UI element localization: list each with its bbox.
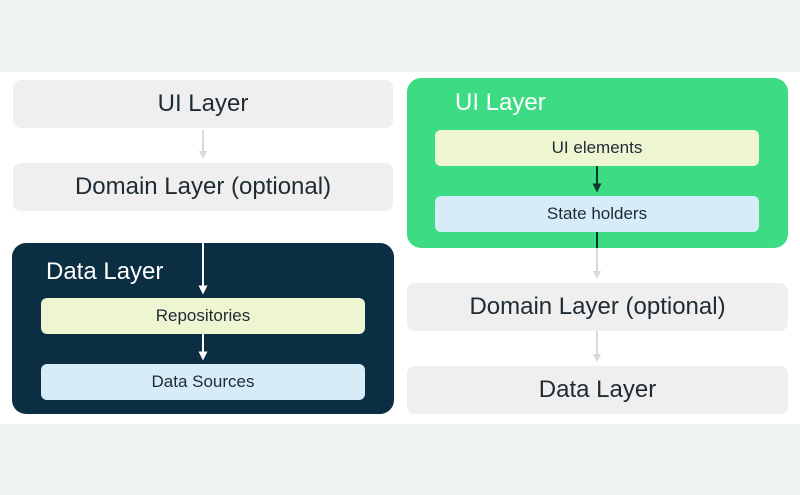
right-ui-layer-title: UI Layer — [455, 89, 546, 116]
left-domain-layer-box: Domain Layer (optional) — [13, 163, 393, 211]
right-data-layer-label: Data Layer — [538, 376, 657, 403]
right-domain-layer-label: Domain Layer (optional) — [469, 293, 726, 320]
ui-elements-box: UI elements — [435, 130, 759, 166]
data-sources-box: Data Sources — [41, 364, 365, 400]
state-holders-label: State holders — [546, 204, 648, 223]
ui-elements-label: UI elements — [551, 138, 643, 157]
right-domain-layer-box: Domain Layer (optional) — [407, 283, 788, 331]
repositories-label: Repositories — [155, 306, 251, 325]
left-domain-layer-label: Domain Layer (optional) — [74, 173, 332, 200]
right-data-layer-box: Data Layer — [407, 366, 788, 414]
state-holders-box: State holders — [435, 196, 759, 232]
left-ui-layer-box: UI Layer — [13, 80, 393, 128]
left-ui-layer-label: UI Layer — [157, 90, 249, 117]
data-sources-label: Data Sources — [151, 372, 255, 391]
left-data-layer-title: Data Layer — [46, 258, 164, 285]
repositories-box: Repositories — [41, 298, 365, 334]
